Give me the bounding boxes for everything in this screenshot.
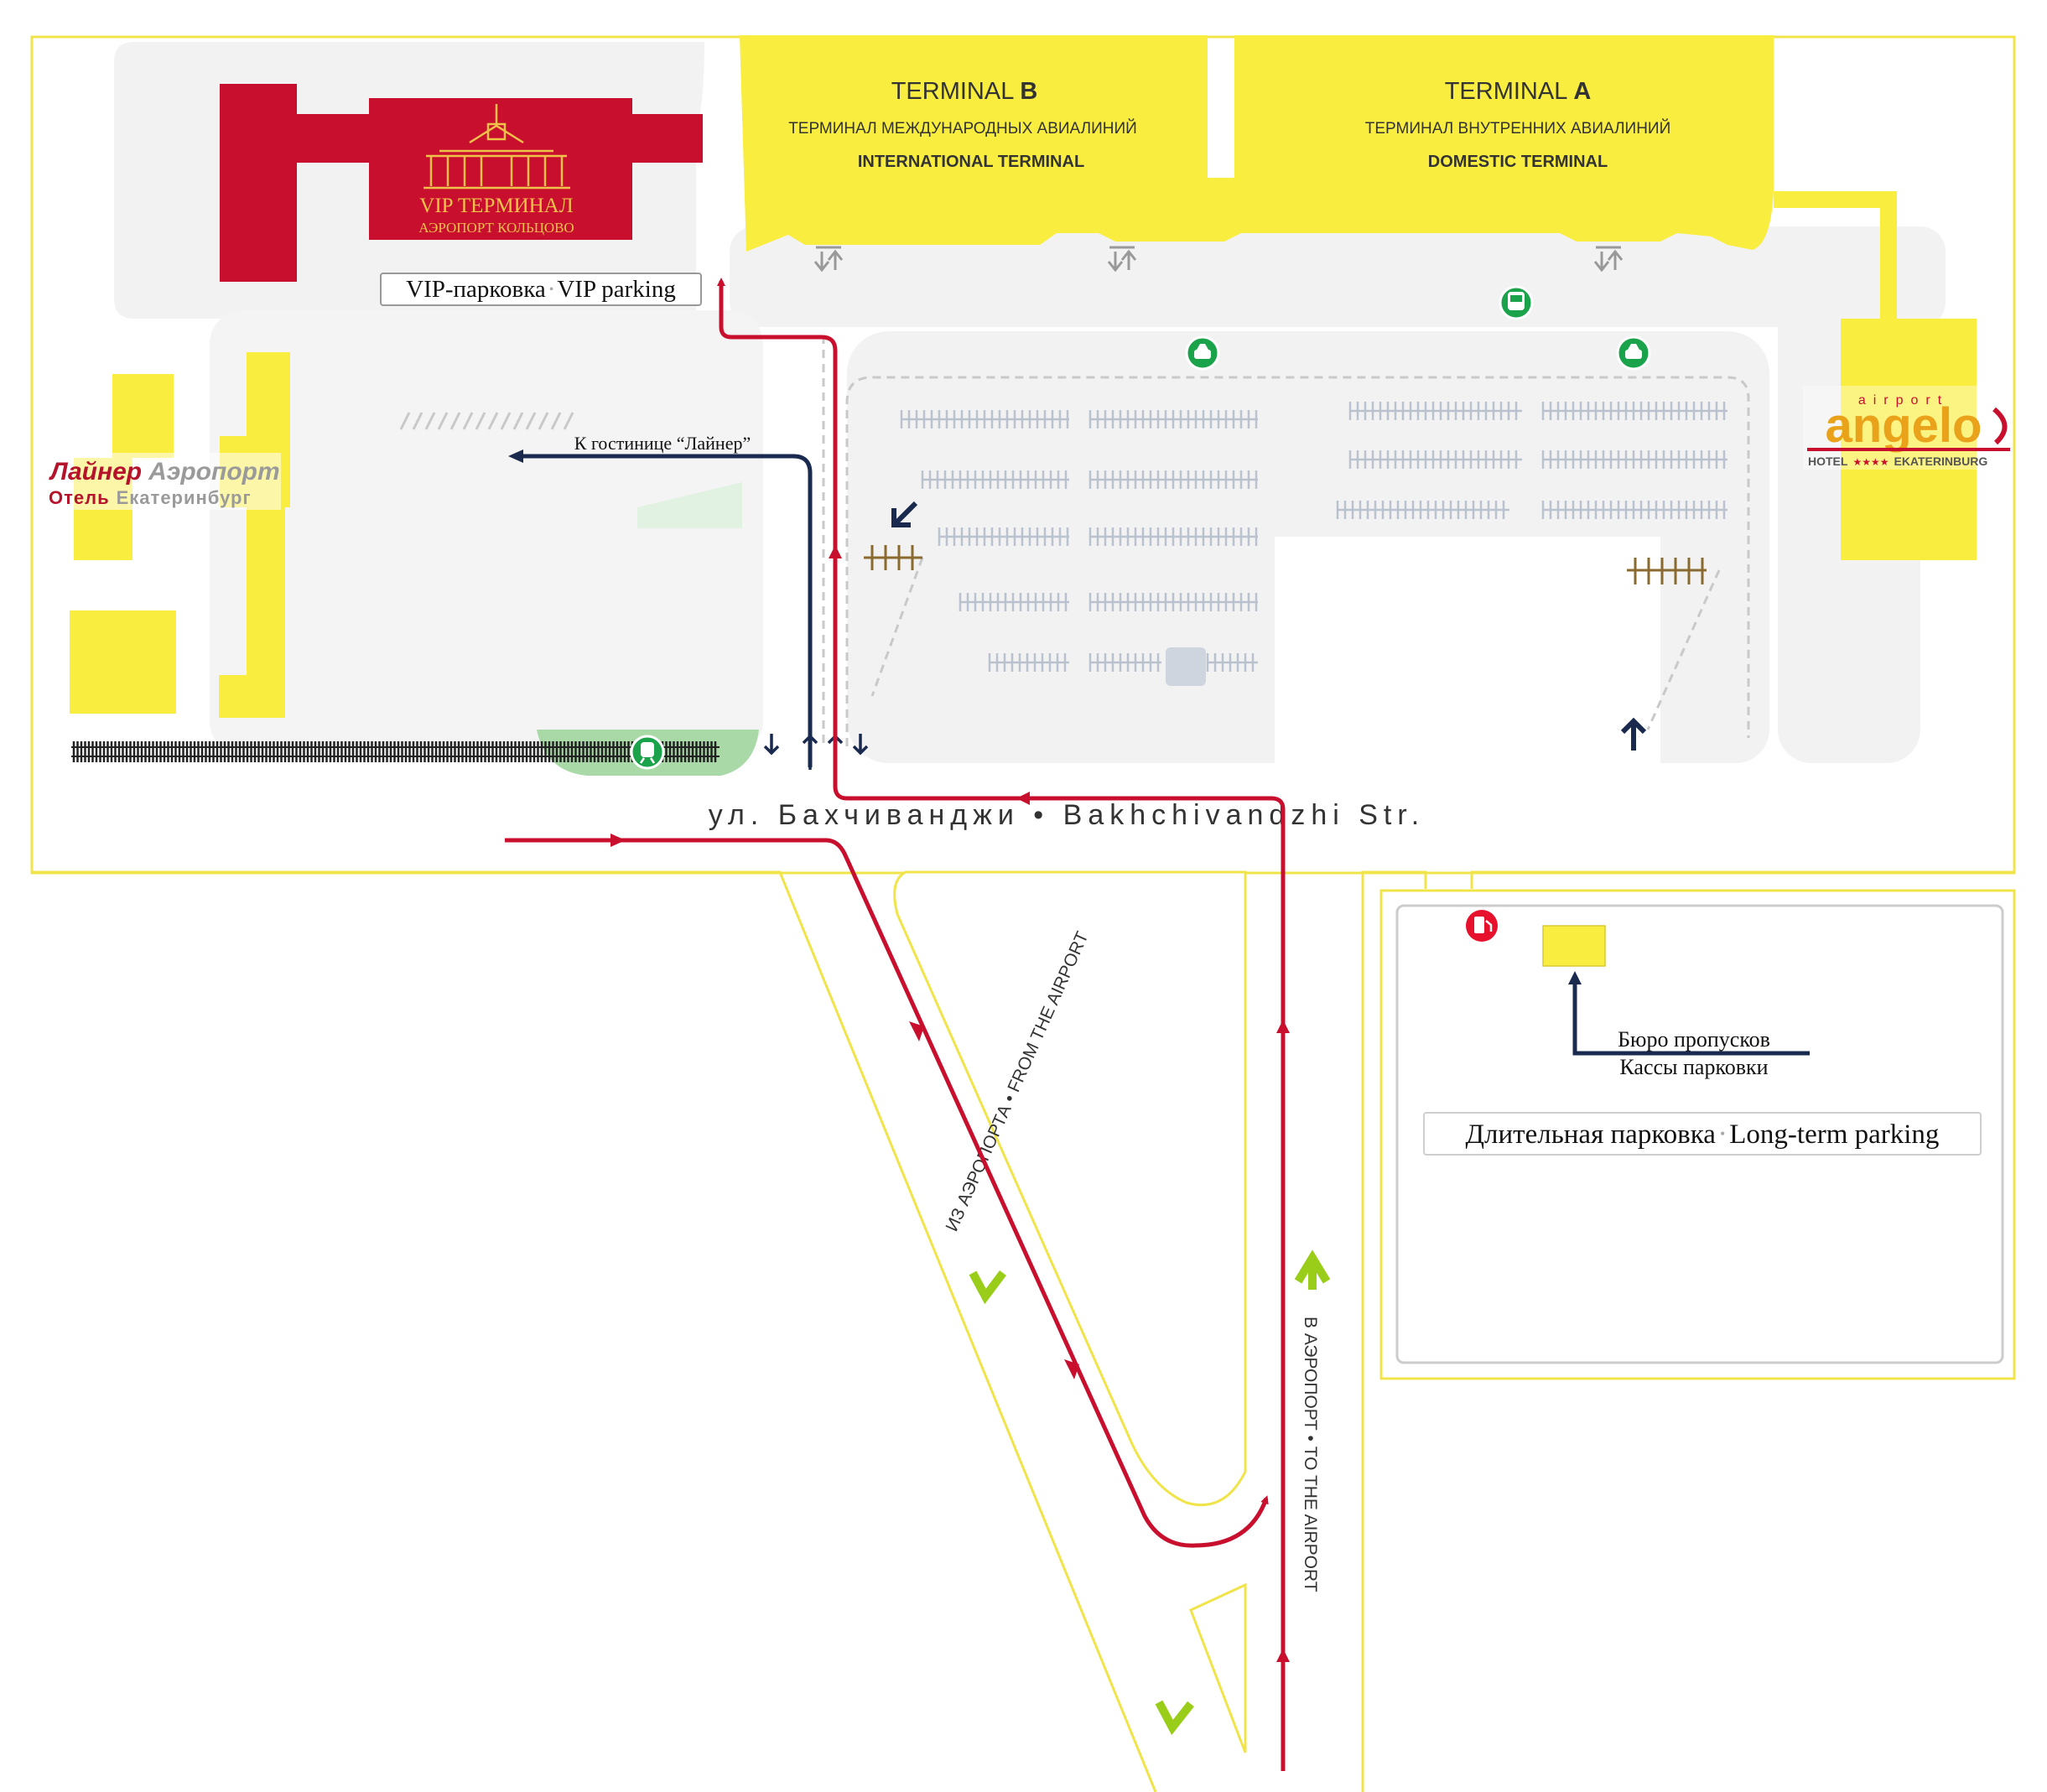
svg-text:VIP-парковка•VIP parking: VIP-парковка•VIP parking xyxy=(406,276,676,303)
svg-text:Длительная парковка•Long-term: Длительная парковка•Long-term parking xyxy=(1466,1119,1940,1150)
road-right-edge xyxy=(1361,870,2014,1792)
route-arrowhead xyxy=(610,545,1290,1662)
parking-office-building xyxy=(1542,925,1606,967)
route-arrowhead xyxy=(1568,971,1582,984)
parking-ramp-left xyxy=(870,557,924,697)
liner-route-label: К гостинице “Лайнер” xyxy=(574,433,751,454)
vehicle-route xyxy=(505,838,1269,1548)
vip-terminal-title: VIP ТЕРМИНАЛ xyxy=(419,195,573,217)
vip-terminal-subtitle: АЭРОПОРТ КОЛЬЦОВО xyxy=(418,220,574,236)
forecourt-ground xyxy=(730,226,1946,327)
terminal-b-ru-label: ТЕРМИНАЛ МЕЖДУНАРОДНЫХ АВИАЛИНИЙ xyxy=(788,119,1137,138)
svg-text:TERMINAL B: TERMINAL B xyxy=(891,78,1038,105)
hotel-angelo-logo: airport angelo HOTEL★★★★EKATERINBURG xyxy=(1803,386,2013,470)
direction-arrow-icon xyxy=(969,1270,1006,1305)
parking-office-label-2: Кассы парковки xyxy=(1619,1055,1768,1079)
hotel-angelo-building xyxy=(1841,319,1977,560)
parking-barrier-icon xyxy=(1627,558,1707,584)
svg-text:TERMINAL A: TERMINAL A xyxy=(1445,78,1592,105)
parking-kiosk xyxy=(1166,647,1206,686)
bus-icon xyxy=(1499,285,1534,320)
taxi-icon xyxy=(1616,335,1651,371)
fuel-station-icon xyxy=(1466,910,1498,942)
terminal-a-labels: TERMINAL A ТЕРМИНАЛ ВНУТРЕННИХ АВИАЛИНИЙ… xyxy=(1365,78,1671,171)
hotel-liner-annex xyxy=(70,610,176,714)
parking-ground-lower xyxy=(1275,537,1660,763)
route-to-liner-hotel xyxy=(522,454,813,767)
entrance-exit-icon xyxy=(1107,246,1137,273)
road-median-edge xyxy=(893,870,1247,1507)
left-ground xyxy=(210,310,763,755)
road-island xyxy=(1189,1582,1247,1753)
to-airport-road-label: В АЭРОПОРТ • TO THE AIRPORT xyxy=(1301,1317,1320,1592)
vehicle-route xyxy=(717,278,1286,1771)
hatched-strip xyxy=(399,412,574,430)
train-icon xyxy=(630,735,665,770)
hotel-liner-wing xyxy=(219,352,290,718)
road-outer-edge xyxy=(32,870,1157,1792)
direction-arrow-icon xyxy=(1294,1249,1331,1290)
terminal-a-ru-label: ТЕРМИНАЛ ВНУТРЕННИХ АВИАЛИНИЙ xyxy=(1365,119,1671,138)
street-label: ул. Бахчиванджи • Bakhchivandzhi Str. xyxy=(709,799,1426,831)
long-term-parking-label: Длительная парковка•Long-term parking xyxy=(1423,1112,1982,1156)
long-term-parking-border xyxy=(1379,889,2016,1380)
parking-stalls xyxy=(900,402,1727,672)
terminal-a-en-label: DOMESTIC TERMINAL xyxy=(1428,153,1608,171)
green-area xyxy=(637,482,742,528)
vip-building-icon xyxy=(423,104,570,190)
terminal-link xyxy=(1774,191,1897,319)
parking-office-label-1: Бюро пропусков xyxy=(1618,1027,1770,1052)
route-arrowhead xyxy=(508,449,523,463)
svg-text:HOTEL★★★★EKATERINBURG: HOTEL★★★★EKATERINBURG xyxy=(1808,454,1987,468)
parking-barrier-icon xyxy=(864,545,922,570)
entrance-exit-icon xyxy=(813,246,844,273)
hotel-angelo-airport-label: airport xyxy=(1858,393,1949,408)
parking-ramp-right xyxy=(1646,569,1721,730)
parking-ground-lower-2 xyxy=(1660,537,1769,763)
direction-arrow-icon xyxy=(891,501,918,527)
vip-parking-label: VIP-парковка•VIP parking xyxy=(380,273,702,306)
direction-arrow-icon xyxy=(1155,1700,1194,1736)
entrance-exit-icon xyxy=(1593,246,1624,273)
terminal-b-building xyxy=(740,35,1774,252)
vip-terminal-building xyxy=(220,84,703,282)
terminal-b-en-label: INTERNATIONAL TERMINAL xyxy=(858,153,1084,171)
taxi-icon xyxy=(1185,335,1220,371)
direction-arrow-icon xyxy=(1620,717,1647,751)
terminal-b-labels: TERMINAL B ТЕРМИНАЛ МЕЖДУНАРОДНЫХ АВИАЛИ… xyxy=(788,78,1137,171)
route-to-parking-office xyxy=(1572,979,1810,1056)
hotel-angelo-name: angelo xyxy=(1826,398,1982,453)
